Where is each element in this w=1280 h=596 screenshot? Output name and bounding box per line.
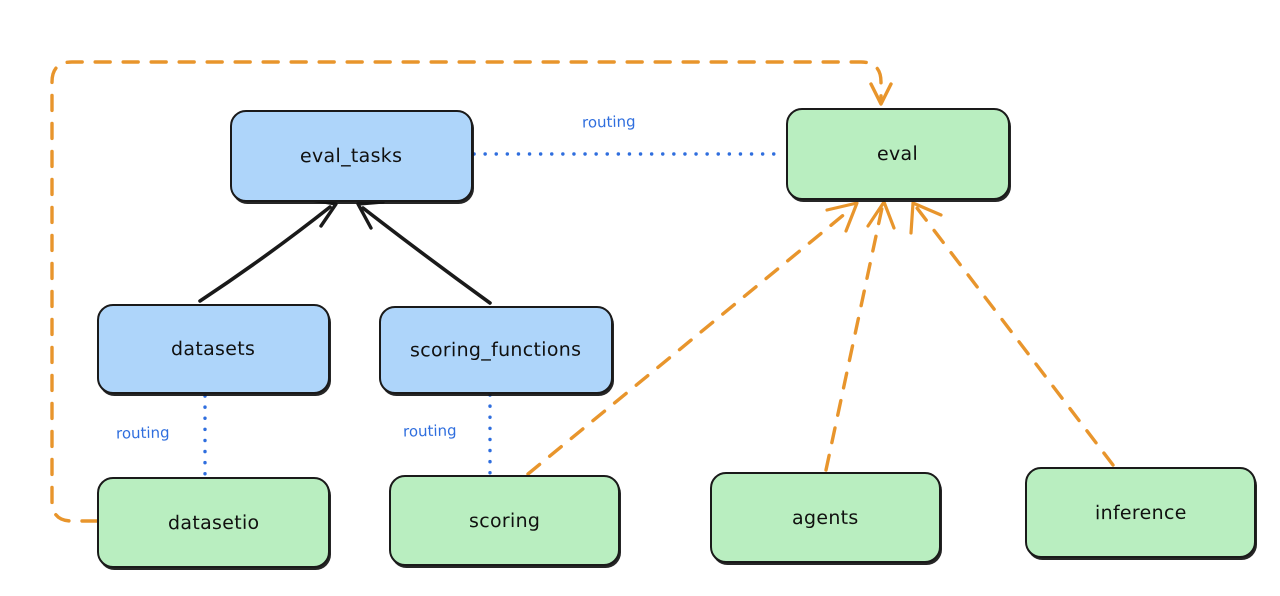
- edge-scoring-to-eval: [526, 201, 859, 476]
- node-label: eval_tasks: [300, 144, 403, 168]
- edge-inference-to-eval: [909, 201, 1115, 467]
- node-label: scoring: [468, 509, 541, 532]
- edge-label-routing-scoring-functions-scoring: routing: [398, 421, 461, 441]
- edge-label-routing-eval-tasks-eval: routing: [577, 112, 640, 132]
- node-datasets[interactable]: datasets: [97, 304, 330, 394]
- edge-agents-to-eval: [824, 200, 896, 472]
- node-datasetio[interactable]: datasetio: [97, 477, 330, 568]
- node-label: agents: [792, 506, 859, 529]
- edge-label-routing-datasets-datasetio: routing: [111, 423, 174, 443]
- node-label: eval: [877, 142, 919, 166]
- node-label: datasets: [171, 337, 256, 361]
- edge-datasets-to-eval_tasks: [198, 198, 338, 303]
- edge-scoring_functions-to-eval_tasks: [356, 200, 492, 305]
- node-label: datasetio: [167, 511, 260, 534]
- node-inference[interactable]: inference: [1025, 467, 1256, 558]
- edge-datasetio-to-eval: [50, 60, 893, 523]
- node-scoring[interactable]: scoring: [389, 475, 620, 566]
- node-scoring-functions[interactable]: scoring_functions: [379, 306, 613, 394]
- node-eval-tasks[interactable]: eval_tasks: [230, 110, 473, 202]
- node-label: inference: [1094, 501, 1187, 524]
- node-eval[interactable]: eval: [786, 108, 1010, 200]
- node-agents[interactable]: agents: [710, 472, 941, 563]
- node-label: scoring_functions: [410, 338, 582, 362]
